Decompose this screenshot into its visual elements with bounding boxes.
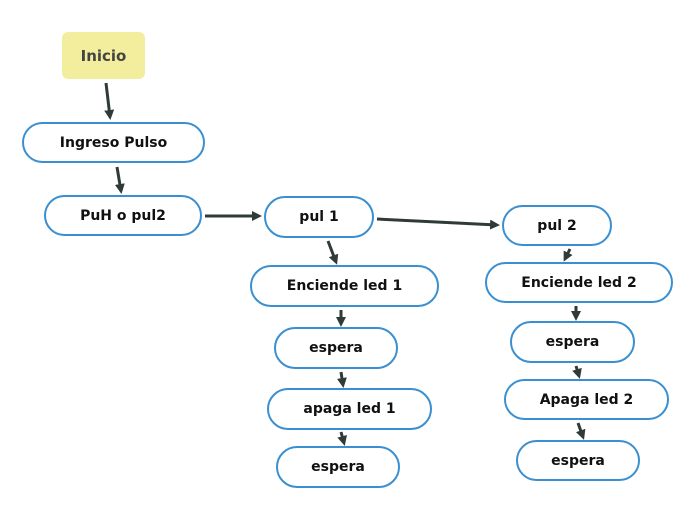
node-apaga-led1: apaga led 1 bbox=[267, 388, 432, 430]
arrow-pul1-to-pul2 bbox=[376, 217, 500, 230]
arrow-espera1a-to-apaga1 bbox=[336, 371, 347, 388]
node-espera-1a: espera bbox=[274, 327, 398, 369]
node-inicio: Inicio bbox=[62, 32, 145, 79]
node-espera-2b: espera bbox=[516, 440, 640, 481]
node-ingreso-pulso: Ingreso Pulso bbox=[22, 122, 205, 163]
arrow-pul1-to-enciende1 bbox=[326, 240, 339, 265]
node-pul1: pul 1 bbox=[264, 196, 374, 238]
node-apaga-led2: Apaga led 2 bbox=[504, 379, 669, 420]
arrow-apaga2-to-espera2b bbox=[575, 422, 586, 440]
arrow-inicio-to-ingreso bbox=[104, 82, 115, 120]
arrow-apaga1-to-espera1b bbox=[337, 431, 347, 446]
arrow-ingreso-to-puh bbox=[114, 166, 125, 194]
node-enciende-led1: Enciende led 1 bbox=[250, 265, 439, 307]
node-pul2: pul 2 bbox=[502, 205, 612, 246]
node-enciende-led2: Enciende led 2 bbox=[485, 262, 673, 303]
arrow-pul2-to-enciende2 bbox=[563, 248, 573, 262]
node-espera-1b: espera bbox=[276, 446, 400, 488]
arrow-espera2a-to-apaga2 bbox=[572, 365, 582, 379]
node-espera-2a: espera bbox=[510, 321, 635, 363]
node-puh-o-pul2: PuH o pul2 bbox=[44, 195, 202, 236]
